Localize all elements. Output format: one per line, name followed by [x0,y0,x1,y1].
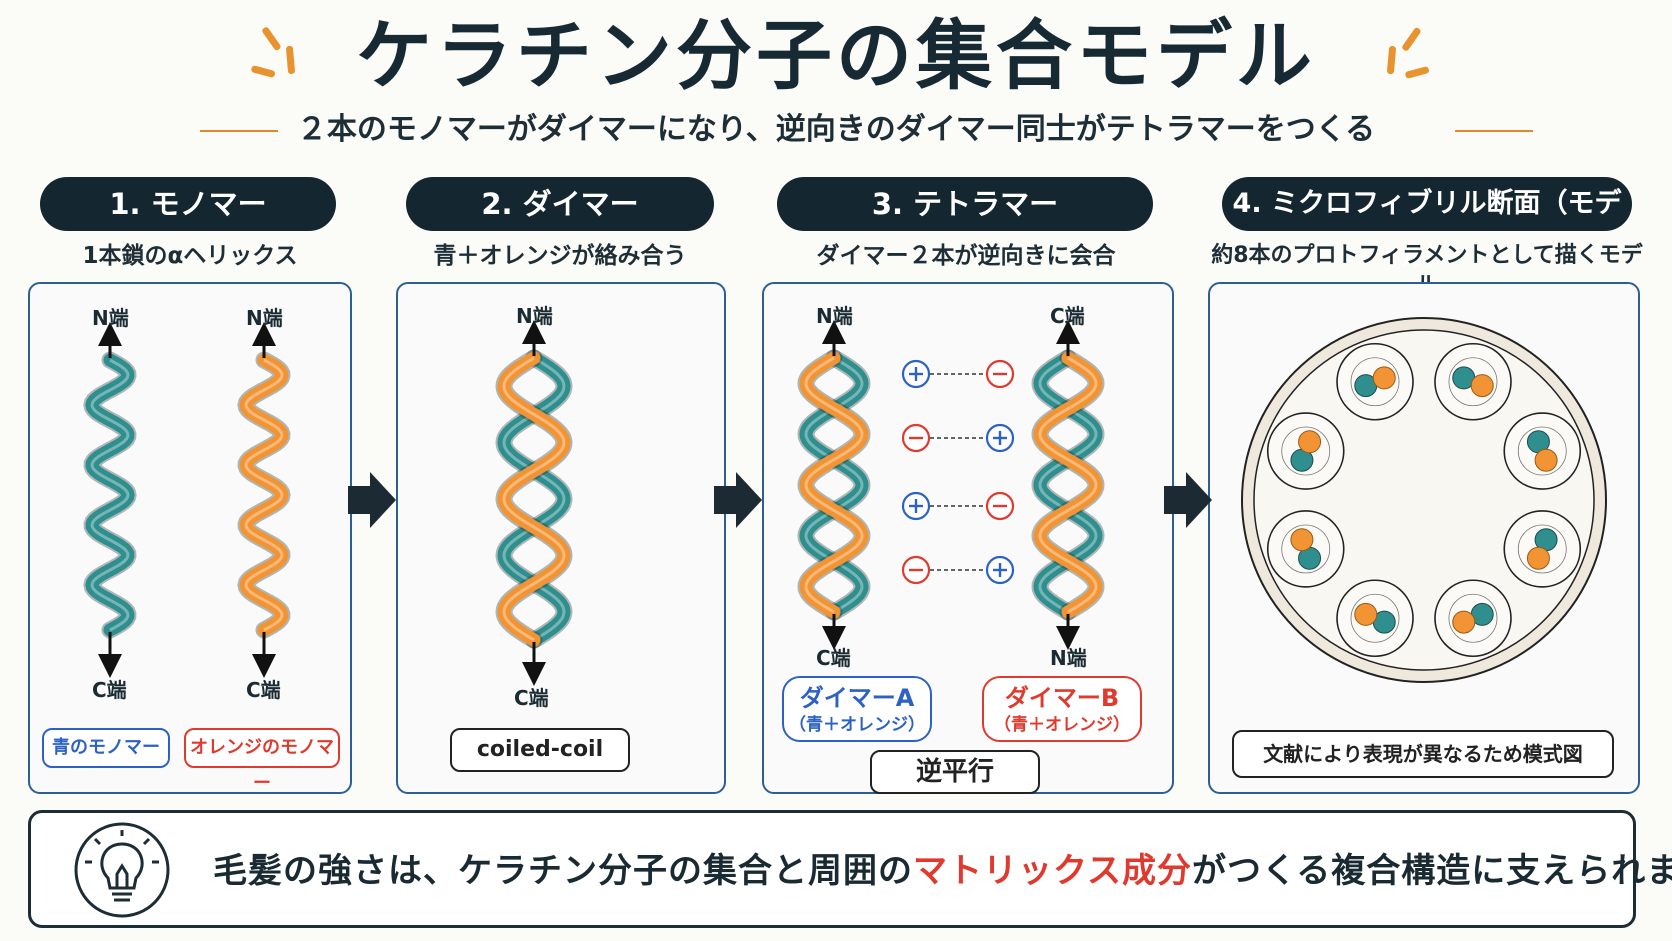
blue-monomer-tag: 青のモノマー [42,728,170,768]
protofilament-6 [1266,412,1345,490]
dimer-b-teal-strand [1031,349,1105,621]
step1-strand2-bottom-label: C端 [246,678,281,702]
charge-right-1 [985,423,1015,453]
dimer-b-title: ダイマーB [1004,684,1120,712]
charge-left-3 [901,555,931,585]
step4-caption: 約8本のプロトフィラメントとして描くモデル [1211,243,1643,298]
step3-right-bottom-label: N端 [1050,646,1087,670]
orange-monomer-helix [237,351,291,639]
charge-left-1 [901,423,931,453]
protofilament-5 [1266,510,1345,588]
step2-bottom-label: C端 [514,686,549,710]
coiled-coil-tag: coiled-coil [450,728,630,772]
dimer-a-orange-strand [797,349,871,621]
dimer-a-teal-strand [797,349,871,621]
protofilament-0 [1434,342,1512,421]
dimer-b-orange-strand [1031,349,1105,621]
dimer-orange-strand [495,349,573,649]
step3-header: 3. テトラマー [777,177,1153,231]
subtitle-line-left [200,130,278,132]
schematic-note-tag: 文献により表現が異なるため模式図 [1232,730,1614,778]
subtitle: ２本のモノマーがダイマーになり、逆向きのダイマー同士がテトラマーをつくる [296,112,1376,147]
step1-header: 1. モノマー [40,177,336,231]
step2-header: 2. ダイマー [406,177,714,231]
step3-left-bottom-label: C端 [816,646,851,670]
protofilament-1 [1503,412,1582,490]
dimer-b-sub: （青＋オレンジ） [994,715,1130,735]
summary-text-highlight: マトリックス成分 [913,851,1192,891]
step3-right-top-label: C端 [1050,304,1085,328]
charge-left-2 [901,491,931,521]
orange-monomer-tag: オレンジのモノマー [184,728,340,794]
summary-text-part2: がつくる複合構造に支えられます。 [1191,851,1672,891]
blue-monomer-helix [83,351,137,639]
summary-text-part1: 毛髪の強さは、ケラチン分子の集合と周囲の [213,851,913,891]
step1-panel [28,282,352,794]
protofilament-2 [1503,510,1582,588]
antiparallel-tag: 逆平行 [870,750,1040,794]
charge-right-0 [985,359,1015,389]
charge-right-3 [985,555,1015,585]
subtitle-line-right [1455,130,1533,132]
dimer-b-tag: ダイマーB （青＋オレンジ） [982,676,1142,742]
step1-strand2-top-label: N端 [246,306,283,330]
charge-left-0 [901,359,931,389]
protofilament-4 [1336,579,1414,658]
dimer-teal-strand [495,349,573,649]
summary-text: 毛髪の強さは、ケラチン分子の集合と周囲のマトリックス成分がつくる複合構造に支えら… [213,846,1672,896]
step2-caption: 青＋オレンジが絡み合う [433,243,687,269]
summary-box [28,810,1636,928]
step1-strand1-bottom-label: C端 [92,678,127,702]
step3-left-top-label: N端 [816,304,853,328]
step2-top-label: N端 [516,304,553,328]
step1-strand1-top-label: N端 [92,306,129,330]
step1-caption: 1本鎖のαヘリックス [82,243,298,269]
page-title: ケラチン分子の集合モデル [356,11,1316,100]
step3-caption: ダイマー２本が逆向きに会合 [816,243,1116,269]
dimer-a-title: ダイマーA [799,684,915,712]
dimer-a-tag: ダイマーA （青＋オレンジ） [782,676,932,742]
dimer-a-sub: （青＋オレンジ） [789,715,925,735]
charge-right-2 [985,491,1015,521]
step4-header: 4. ミクロフィブリル断面（モデル） [1222,177,1632,273]
protofilament-7 [1336,342,1414,421]
protofilament-3 [1434,579,1512,658]
